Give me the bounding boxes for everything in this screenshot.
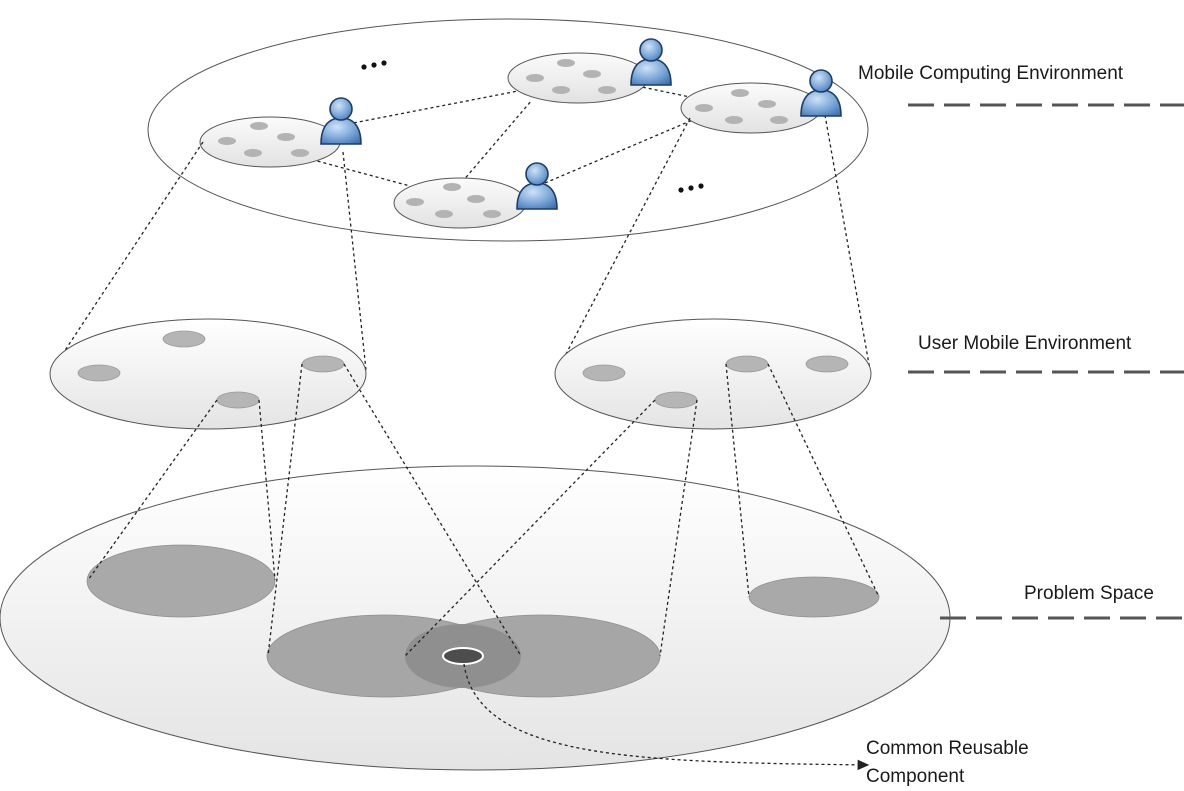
user-icon bbox=[630, 38, 672, 86]
sub-environment-3 bbox=[680, 82, 822, 134]
problem-regions bbox=[86, 544, 880, 698]
label-user-mobile-environment: User Mobile Environment bbox=[918, 333, 1132, 354]
environment-links bbox=[305, 85, 696, 187]
user-mobile-environment-right bbox=[554, 318, 872, 430]
label-common-reusable-line2: Component bbox=[866, 766, 965, 787]
ellipsis-top bbox=[361, 60, 387, 70]
label-problem-space: Problem Space bbox=[1024, 583, 1154, 604]
common-reusable-component-marker bbox=[442, 647, 484, 665]
ellipsis-right bbox=[678, 183, 704, 193]
user-icon bbox=[320, 97, 362, 145]
mobile-computing-environment-layer bbox=[147, 18, 869, 242]
sub-environment-1 bbox=[199, 116, 341, 168]
top-to-user-links bbox=[51, 114, 871, 374]
user-to-problem-links bbox=[87, 363, 880, 657]
label-common-reusable-line1: Common Reusable bbox=[866, 738, 1029, 759]
level-dashes bbox=[908, 103, 1184, 620]
sub-environment-2 bbox=[507, 52, 649, 104]
user-icon bbox=[516, 162, 558, 210]
label-common-reusable-component: Common Reusable Component bbox=[866, 735, 1029, 791]
user-mobile-environment-left bbox=[49, 318, 367, 430]
sub-environment-4 bbox=[393, 177, 527, 229]
common-component-arrow bbox=[463, 663, 870, 771]
label-mobile-computing-environment: Mobile Computing Environment bbox=[858, 63, 1124, 84]
problem-space-layer bbox=[0, 465, 951, 771]
user-icon bbox=[800, 69, 842, 117]
